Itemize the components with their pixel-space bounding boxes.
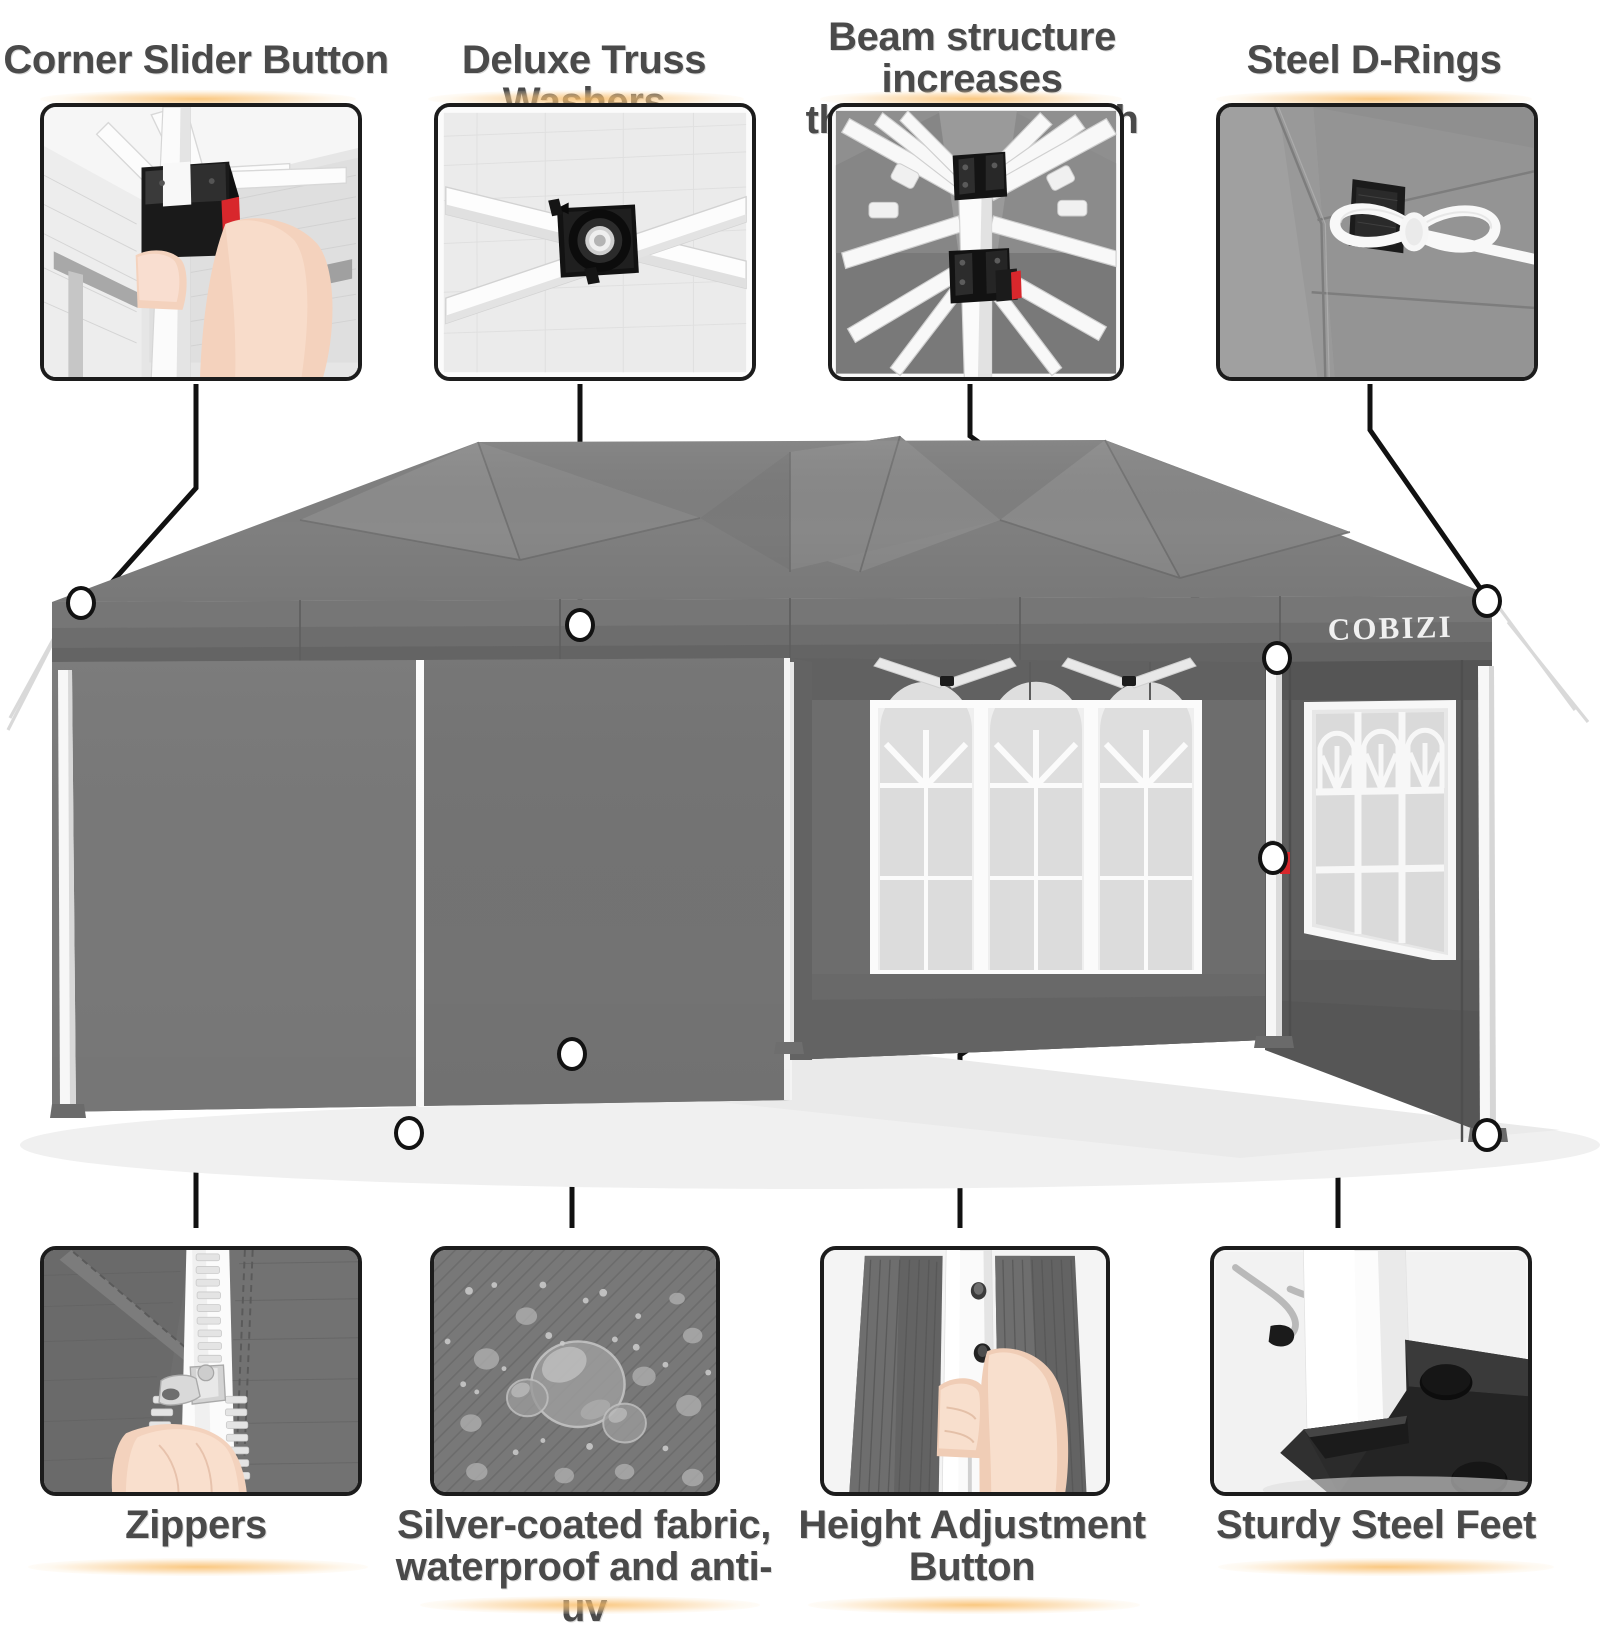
steel-foot-illustration — [1214, 1250, 1528, 1492]
red-release-button — [1011, 270, 1022, 300]
callout-dot-height-adjustment-button[interactable] — [1258, 841, 1288, 875]
d-ring-illustration — [1220, 107, 1534, 377]
zipper-illustration — [44, 1250, 358, 1492]
canopy-product-illustration: COBIZI — [0, 400, 1620, 1200]
callout-dot-beam-structure[interactable] — [1262, 641, 1292, 675]
callout-label-corner-slider-button: Corner Slider Button — [3, 38, 389, 82]
callout-dot-sturdy-steel-feet[interactable] — [1472, 1118, 1502, 1152]
label-glow — [28, 1558, 368, 1576]
thumbnail-zippers[interactable] — [40, 1246, 362, 1496]
thumbnail-steel-d-rings[interactable] — [1216, 103, 1538, 381]
black-slider-bracket — [141, 161, 240, 259]
callout-dot-corner-slider-button[interactable] — [66, 586, 96, 620]
arched-window — [980, 681, 1092, 978]
callout-dot-zippers[interactable] — [394, 1116, 424, 1150]
callout-label-zippers: Zippers — [125, 1503, 267, 1547]
water-droplet — [505, 1378, 549, 1418]
thumbnail-sturdy-steel-feet[interactable] — [1210, 1246, 1532, 1496]
corner-slider-illustration — [44, 107, 358, 377]
label-glow — [808, 1596, 1140, 1614]
waterproof-fabric-illustration — [434, 1250, 716, 1492]
water-droplet — [460, 1292, 704, 1487]
upper-bracket — [952, 151, 1008, 201]
water-droplet — [602, 1402, 647, 1444]
truss-washer-illustration — [438, 107, 752, 377]
arched-window — [1090, 681, 1202, 978]
callout-label-sturdy-steel-feet: Sturdy Steel Feet — [1216, 1503, 1536, 1547]
water-droplet — [530, 1340, 626, 1429]
hand — [111, 1424, 247, 1492]
truss-washer — [556, 202, 639, 278]
thumbnail-silver-coated-fabric[interactable] — [430, 1246, 720, 1496]
label-glow — [1218, 1558, 1554, 1576]
callout-dot-deluxe-truss-washers[interactable] — [565, 608, 595, 642]
brand-logo: COBIZI — [1327, 609, 1453, 647]
thumbnail-deluxe-truss-washers[interactable] — [434, 103, 756, 381]
arched-window — [870, 681, 982, 978]
callout-dot-silver-coated-fabric[interactable] — [557, 1037, 587, 1071]
thumbnail-beam-structure[interactable] — [828, 103, 1124, 381]
beam-structure-illustration — [832, 107, 1120, 377]
lower-bracket — [948, 248, 1018, 304]
window-panel-group — [870, 681, 1202, 978]
label-glow — [420, 1596, 760, 1614]
hand — [936, 1348, 1069, 1492]
zipper-slider — [158, 1364, 227, 1406]
callout-dot-steel-d-rings[interactable] — [1472, 584, 1502, 618]
callout-label-steel-d-rings: Steel D-Rings — [1246, 38, 1502, 82]
height-button-illustration — [824, 1250, 1106, 1492]
interior-truss — [873, 657, 1197, 689]
hand — [135, 218, 333, 377]
callout-label-silver-coated-fabric: Silver-coated fabric, waterproof and ant… — [395, 1503, 773, 1629]
thumbnail-height-adjustment-button[interactable] — [820, 1246, 1110, 1496]
right-wall-window-group — [1304, 699, 1456, 965]
thumbnail-corner-slider-button[interactable] — [40, 103, 362, 381]
callout-label-height-adjustment-button: Height Adjustment Button — [798, 1503, 1146, 1589]
